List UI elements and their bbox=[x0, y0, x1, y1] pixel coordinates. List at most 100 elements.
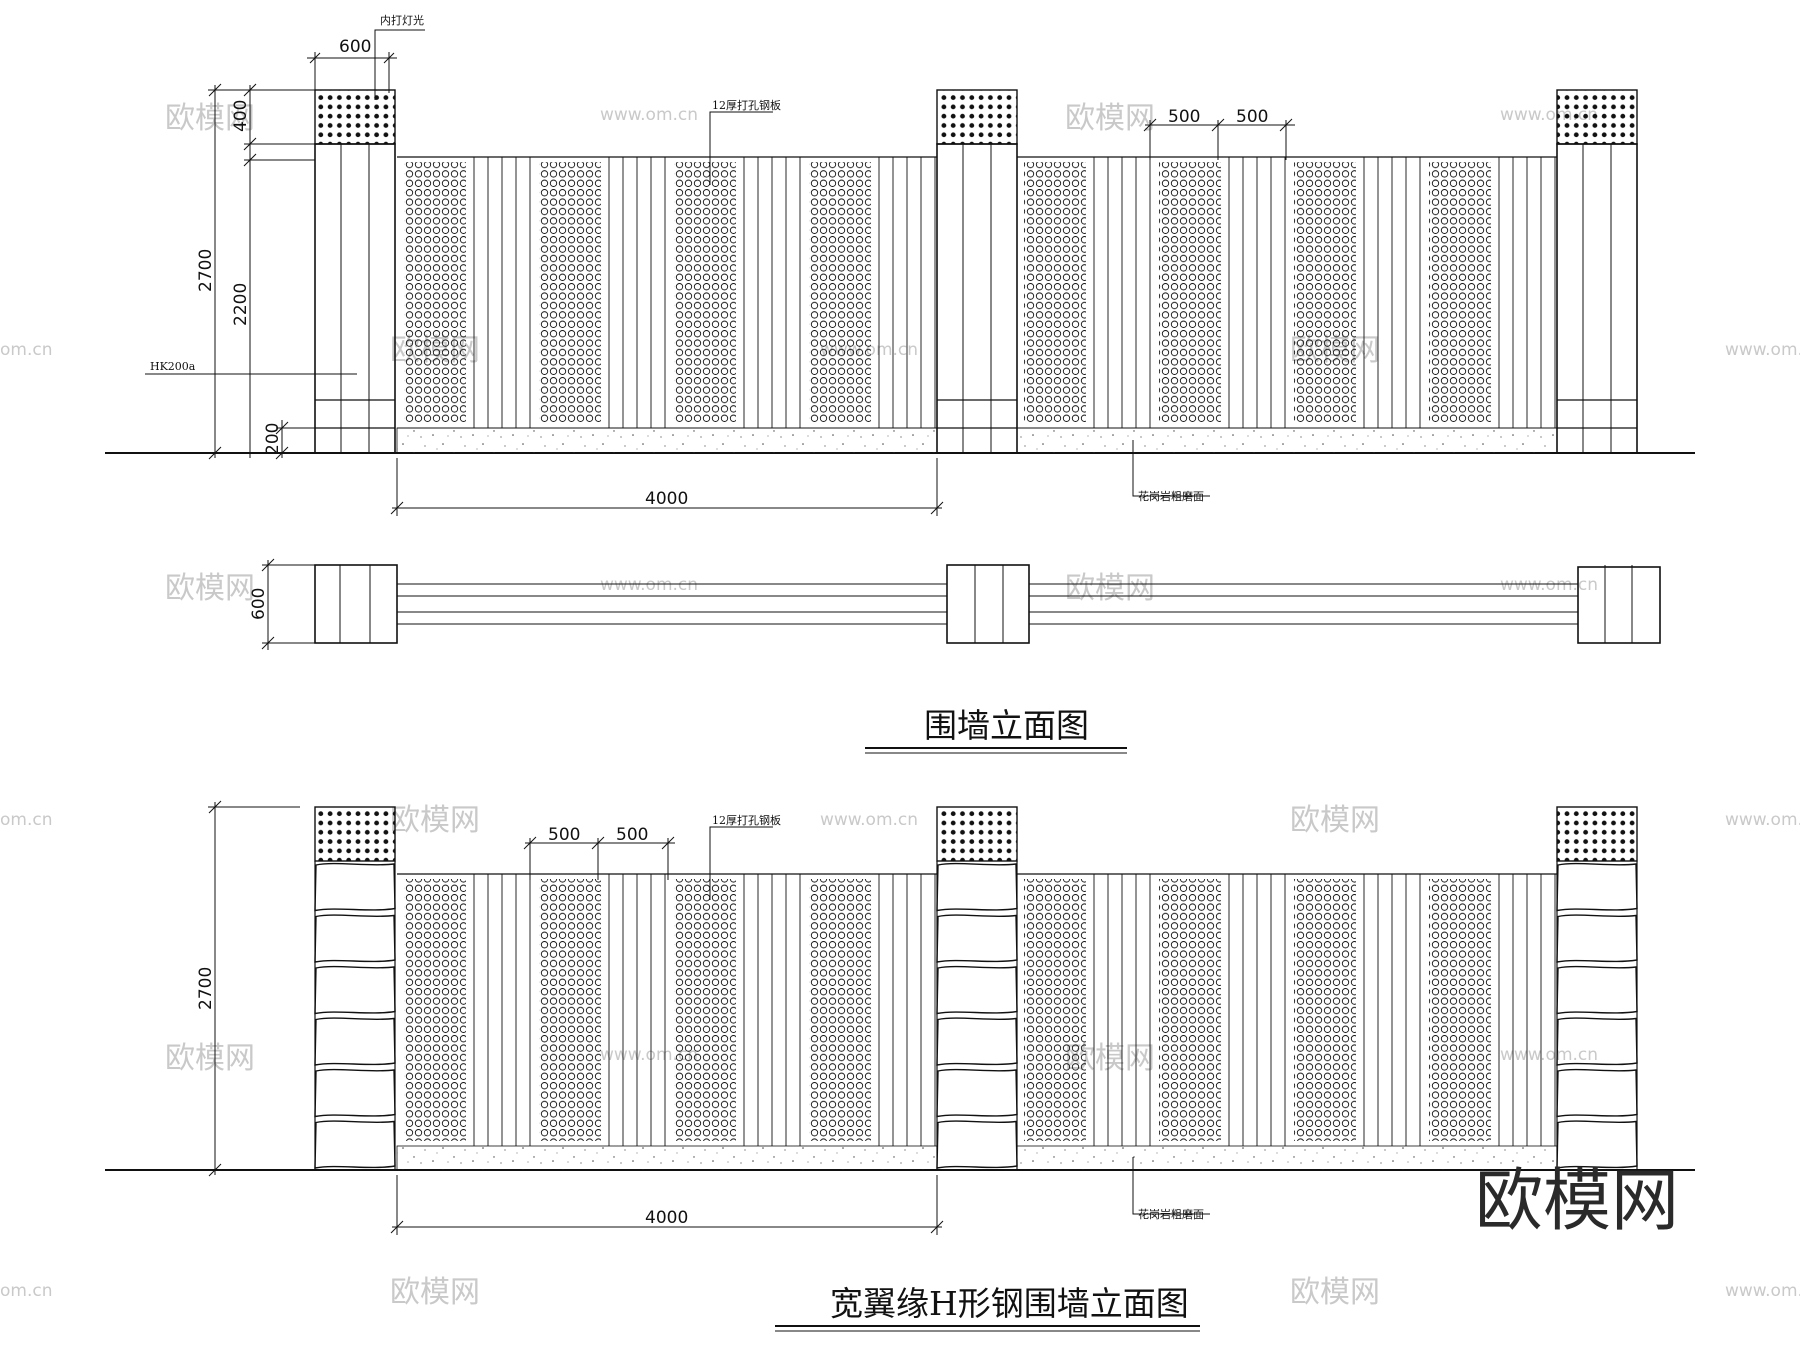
perforated-strip bbox=[1429, 879, 1491, 1141]
pillar-group bbox=[314, 89, 1638, 454]
pillar-body bbox=[936, 143, 1018, 454]
rough-stone-block bbox=[314, 965, 396, 1015]
steel-label: HK200a bbox=[150, 360, 196, 373]
watermark-text: 欧模网 bbox=[165, 101, 255, 136]
rough-stone-block bbox=[314, 1120, 396, 1169]
perforated-strip bbox=[404, 162, 466, 423]
rough-stone-block bbox=[314, 862, 396, 912]
drawing2-title: 宽翼缘H形钢围墙立面图 bbox=[830, 1284, 1189, 1323]
perforated-strip bbox=[1294, 879, 1356, 1141]
watermark-text: www.om.cn bbox=[600, 575, 698, 595]
rough-stone-block bbox=[1556, 862, 1638, 912]
pillar-cap-perforated bbox=[1556, 89, 1638, 145]
pillar-cap-perforated bbox=[314, 806, 396, 862]
pillar-body bbox=[1556, 143, 1638, 454]
pillar-cap-perforated bbox=[1556, 806, 1638, 862]
dim-segment-1: 500 bbox=[1168, 107, 1200, 127]
perforated-strip bbox=[674, 162, 736, 423]
perforated-strip bbox=[1294, 162, 1356, 423]
watermark-text: www.om.cn bbox=[820, 810, 918, 830]
granite-base bbox=[396, 427, 938, 454]
rough-stone-block bbox=[1556, 1068, 1638, 1118]
perforated-strip bbox=[674, 879, 736, 1141]
dim-segment-1: 500 bbox=[548, 825, 580, 845]
watermark-text: 欧模网 bbox=[165, 1041, 255, 1076]
panel-label: 12厚打孔钢板 bbox=[712, 813, 781, 827]
dim-segment-2: 500 bbox=[1236, 107, 1268, 127]
perforated-strip bbox=[539, 162, 601, 423]
drawing1-annotations: 内打灯光 600 400 2700 2200 200 HK200a 4000 5… bbox=[150, 13, 1268, 745]
watermark-text: www.om.cn bbox=[600, 105, 698, 125]
granite-base bbox=[396, 1145, 938, 1171]
watermark-text: www.om.cn bbox=[1725, 340, 1800, 360]
perforated-strip bbox=[1024, 879, 1086, 1141]
light-label: 内打灯光 bbox=[380, 13, 424, 27]
watermark-text: www.om.cn bbox=[1725, 1281, 1800, 1301]
watermark-text: www.om.cn bbox=[1725, 810, 1800, 830]
perforated-strip bbox=[809, 162, 871, 423]
watermark-text: 欧模网 bbox=[165, 571, 255, 606]
perforated-strip bbox=[1024, 162, 1086, 423]
rough-stone-block bbox=[936, 965, 1018, 1015]
watermark-text: www.om.cn bbox=[1500, 1045, 1598, 1065]
rough-stone-block bbox=[936, 914, 1018, 963]
perforated-strip bbox=[539, 879, 601, 1141]
granite-label: 花岗岩粗磨面 bbox=[1138, 489, 1204, 503]
drawing1-title: 围墙立面图 bbox=[924, 706, 1089, 745]
granite-base bbox=[1016, 427, 1558, 454]
watermark-text: 欧模网 bbox=[1290, 803, 1380, 838]
rough-stone-block bbox=[314, 1068, 396, 1118]
plan-view bbox=[261, 558, 1661, 650]
rough-stone-block bbox=[1556, 1120, 1638, 1169]
dimension-lines bbox=[208, 800, 1210, 1235]
perforated-panel-group bbox=[397, 156, 1557, 428]
dim-base-height: 200 bbox=[263, 423, 283, 455]
pillar-cap-perforated bbox=[936, 89, 1018, 145]
rough-stone-block bbox=[1556, 965, 1638, 1015]
pillar-body bbox=[314, 143, 396, 454]
perforated-strip bbox=[1159, 879, 1221, 1141]
stone-pillar-group bbox=[314, 806, 1638, 1170]
watermark-layer: 欧模网 www.om.cn 欧模网 www.om.cn om.cn 欧模网 www.om.c… bbox=[0, 101, 1800, 1310]
rough-stone-block bbox=[314, 914, 396, 963]
pillar-cap-perforated bbox=[936, 806, 1018, 862]
perforated-strip bbox=[1429, 162, 1491, 423]
watermark-text: om.cn bbox=[0, 1281, 53, 1301]
plan-depth-dim: 600 bbox=[249, 588, 269, 620]
granite-label: 花岗岩粗磨面 bbox=[1138, 1207, 1204, 1221]
dim-pillar-width: 600 bbox=[339, 37, 371, 57]
dimension-lines bbox=[145, 29, 1295, 516]
dim-span: 4000 bbox=[645, 489, 688, 509]
dim-wall-height: 2200 bbox=[231, 283, 251, 326]
dim-cap-height: 400 bbox=[231, 100, 251, 132]
perforated-panel-group bbox=[397, 873, 1557, 1146]
rough-stone-block bbox=[1556, 914, 1638, 963]
rough-stone-block bbox=[936, 1120, 1018, 1169]
watermark-text: 欧模网 bbox=[1065, 101, 1155, 136]
brand-logo-watermark: 欧模网 bbox=[1475, 1162, 1679, 1241]
watermark-text: www.om.cn bbox=[600, 1045, 698, 1065]
watermark-text: om.cn bbox=[0, 810, 53, 830]
drawing2-annotations: 2700 500 500 12厚打孔钢板 4000 花岗岩粗磨面 宽翼缘H形钢围… bbox=[196, 813, 1204, 1323]
rough-stone-block bbox=[936, 862, 1018, 912]
dim-total-height: 2700 bbox=[196, 249, 216, 292]
rough-stone-block bbox=[936, 1017, 1018, 1066]
watermark-text: om.cn bbox=[0, 340, 53, 360]
watermark-text: www.om.cn bbox=[1500, 575, 1598, 595]
rough-stone-block bbox=[936, 1068, 1018, 1118]
perforated-strip bbox=[404, 879, 466, 1141]
pillar-cap-perforated bbox=[314, 89, 396, 145]
h-steel-fence-elevation-drawing bbox=[105, 800, 1695, 1332]
perforated-strip bbox=[1159, 162, 1221, 423]
dim-total-height: 2700 bbox=[196, 967, 216, 1010]
panel-label: 12厚打孔钢板 bbox=[712, 98, 781, 112]
dim-segment-2: 500 bbox=[616, 825, 648, 845]
fence-elevation-drawing bbox=[105, 29, 1695, 754]
rough-stone-block bbox=[314, 1017, 396, 1066]
perforated-strip bbox=[809, 879, 871, 1141]
watermark-text: 欧模网 bbox=[390, 803, 480, 838]
watermark-text: 欧模网 bbox=[1065, 571, 1155, 606]
watermark-text: 欧模网 bbox=[1290, 1275, 1380, 1310]
dim-span: 4000 bbox=[645, 1208, 688, 1228]
